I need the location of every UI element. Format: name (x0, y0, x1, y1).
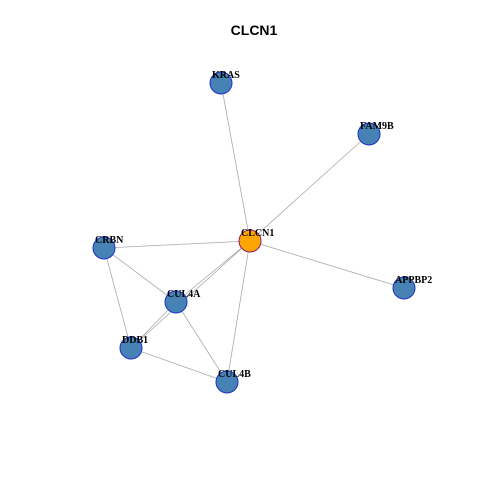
edge-cul4a-cul4b (175, 301, 228, 383)
edge-clcn1-cul4b (226, 240, 251, 383)
node-label-cul4a: CUL4A (167, 289, 201, 300)
node-kras (209, 71, 233, 95)
node-clcn1 (238, 229, 262, 253)
node-label-cul4b: CUL4B (218, 369, 251, 380)
edge-crbn-cul4a (103, 247, 177, 303)
edge-crbn-ddb1 (103, 247, 132, 349)
edge-clcn1-fam9b (249, 133, 370, 242)
nodes-layer (92, 71, 416, 394)
node-label-ddb1: DDB1 (122, 335, 148, 346)
node-cul4a (164, 290, 188, 314)
edge-clcn1-appbp2 (249, 240, 405, 289)
diagram-title: CLCN1 (231, 22, 278, 38)
node-cul4b (215, 370, 239, 394)
edge-clcn1-cul4a (175, 240, 251, 303)
node-fam9b (357, 122, 381, 146)
node-label-appbp2: APPBP2 (395, 275, 432, 286)
node-label-kras: KRAS (212, 70, 240, 81)
node-crbn (92, 236, 116, 260)
node-appbp2 (392, 276, 416, 300)
edge-clcn1-crbn (103, 240, 251, 249)
node-label-clcn1: CLCN1 (241, 228, 274, 239)
edge-clcn1-kras (220, 82, 251, 242)
node-ddb1 (119, 336, 143, 360)
node-label-crbn: CRBN (95, 235, 124, 246)
node-label-fam9b: FAM9B (360, 121, 394, 132)
edge-ddb1-cul4b (130, 347, 228, 383)
edges-layer (103, 82, 405, 383)
edge-clcn1-ddb1 (130, 240, 251, 349)
